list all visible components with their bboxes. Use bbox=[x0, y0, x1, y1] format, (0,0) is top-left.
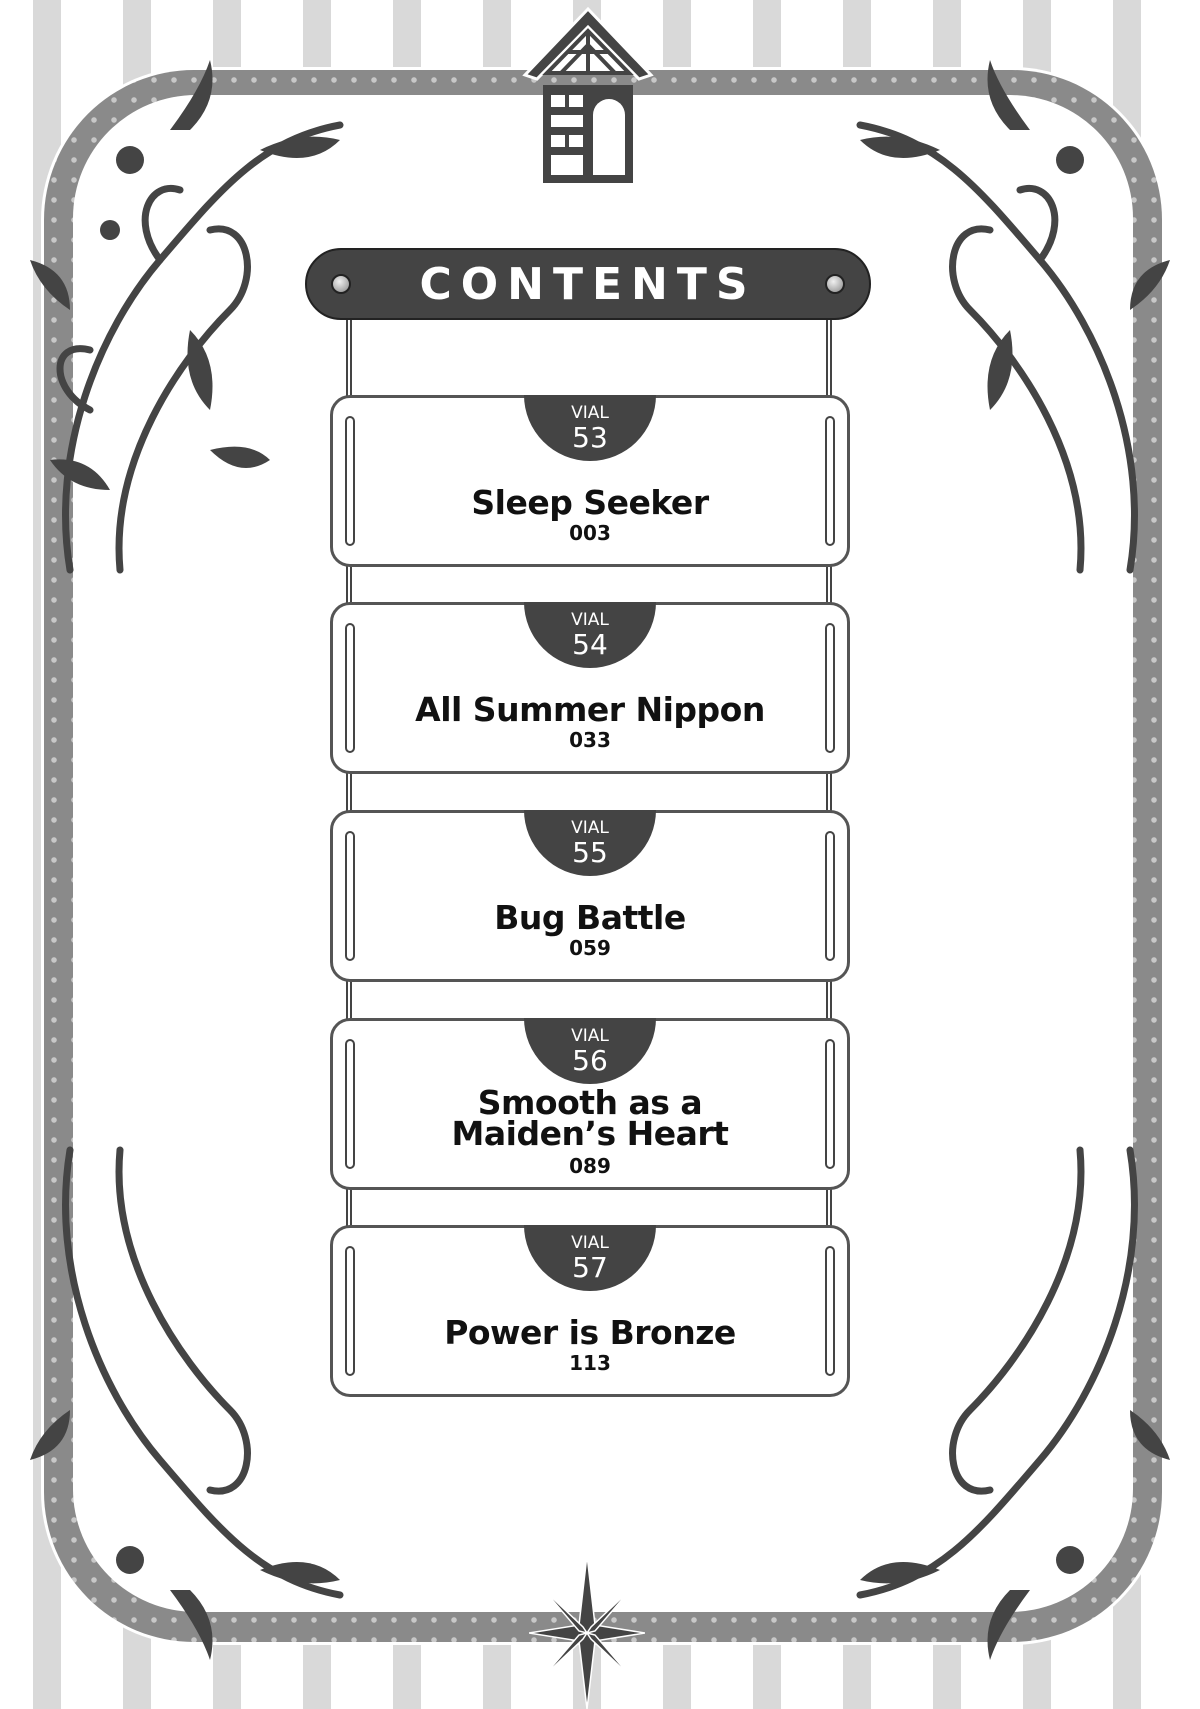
contents-banner: CONTENTS bbox=[305, 248, 871, 320]
vial-number: 57 bbox=[572, 1251, 608, 1284]
chapter-card[interactable]: VIAL 53 Sleep Seeker 003 bbox=[330, 395, 850, 567]
vial-number: 54 bbox=[572, 628, 608, 661]
rivet-icon bbox=[825, 274, 845, 294]
house-icon bbox=[522, 6, 654, 183]
chapter-card[interactable]: VIAL 55 Bug Battle 059 bbox=[330, 810, 850, 982]
chapter-title: Power is Bronze bbox=[444, 1313, 736, 1352]
vine-ornament-bottom-left-icon bbox=[30, 1146, 344, 1660]
vial-number-tab: VIAL 57 bbox=[524, 1225, 656, 1291]
vine-ornament-bottom-right-icon bbox=[856, 1146, 1170, 1660]
vial-number-tab: VIAL 54 bbox=[524, 602, 656, 668]
chapter-page-number: 059 bbox=[569, 936, 611, 960]
vial-label: VIAL bbox=[571, 403, 609, 423]
vial-number-tab: VIAL 56 bbox=[524, 1018, 656, 1084]
chapter-card[interactable]: VIAL 54 All Summer Nippon 033 bbox=[330, 602, 850, 774]
vial-number-tab: VIAL 55 bbox=[524, 810, 656, 876]
chapter-title: Sleep Seeker bbox=[471, 483, 709, 522]
chapter-page-number: 003 bbox=[569, 521, 611, 545]
card-slot-right bbox=[825, 1246, 835, 1376]
chapter-page-number: 113 bbox=[569, 1351, 611, 1375]
vial-label: VIAL bbox=[571, 818, 609, 838]
compass-star-icon bbox=[529, 1555, 645, 1709]
vine-ornament-top-right-icon bbox=[856, 60, 1170, 574]
card-slot-right bbox=[825, 416, 835, 546]
card-slot-left bbox=[345, 1246, 355, 1376]
vial-number-tab: VIAL 53 bbox=[524, 395, 656, 461]
chapter-page-number: 033 bbox=[569, 728, 611, 752]
chapter-title: All Summer Nippon bbox=[415, 690, 765, 729]
vial-number: 55 bbox=[572, 836, 608, 869]
chapter-title: Bug Battle bbox=[494, 898, 686, 937]
card-slot-left bbox=[345, 1039, 355, 1169]
card-slot-right bbox=[825, 831, 835, 961]
chapter-title: Smooth as a Maiden’s Heart bbox=[451, 1083, 729, 1153]
chapter-card[interactable]: VIAL 56 Smooth as a Maiden’s Heart 089 bbox=[330, 1018, 850, 1190]
vial-label: VIAL bbox=[571, 610, 609, 630]
card-slot-right bbox=[825, 1039, 835, 1169]
vial-label: VIAL bbox=[571, 1026, 609, 1046]
page-title: CONTENTS bbox=[419, 258, 757, 310]
card-slot-left bbox=[345, 623, 355, 753]
card-slot-left bbox=[345, 831, 355, 961]
vine-ornament-top-left-icon bbox=[30, 60, 344, 574]
rivet-icon bbox=[331, 274, 351, 294]
card-slot-right bbox=[825, 623, 835, 753]
vial-label: VIAL bbox=[571, 1233, 609, 1253]
chapter-page-number: 089 bbox=[569, 1154, 611, 1178]
chapter-card[interactable]: VIAL 57 Power is Bronze 113 bbox=[330, 1225, 850, 1397]
vial-number: 56 bbox=[572, 1044, 608, 1077]
card-slot-left bbox=[345, 416, 355, 546]
vial-number: 53 bbox=[572, 421, 608, 454]
